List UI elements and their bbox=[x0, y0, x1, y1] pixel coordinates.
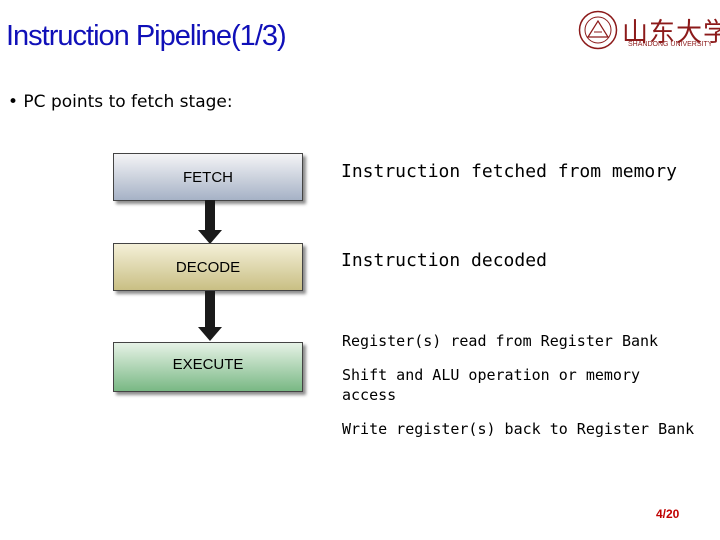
execute-stage-label: EXECUTE bbox=[172, 356, 244, 373]
execute-description-alu: Shift and ALU operation or memory access bbox=[342, 366, 641, 404]
execute-description-register-read: Register(s) read from Register Bank bbox=[342, 332, 659, 350]
down-arrow-icon bbox=[205, 200, 215, 231]
fetch-stage-label: FETCH bbox=[183, 168, 233, 186]
execute-description-writeback: Write register(s) back to Register Bank bbox=[342, 420, 695, 438]
decode-stage-box: DECODE bbox=[113, 243, 303, 291]
page-number: 4/20 bbox=[656, 507, 680, 521]
execute-stage-box: EXECUTE bbox=[113, 342, 303, 392]
bullet-text: • PC points to fetch stage: bbox=[8, 92, 233, 112]
fetch-stage-box: FETCH bbox=[113, 153, 303, 201]
logo-subtitle: SHANDONG UNIVERSITY bbox=[628, 41, 713, 48]
slide-title: Instruction Pipeline(1/3) bbox=[6, 20, 287, 52]
down-arrow-icon bbox=[205, 291, 215, 328]
university-logo: 山东大学 SHANDONG UNIVERSITY bbox=[578, 10, 720, 52]
down-arrow-head-icon bbox=[198, 327, 222, 341]
fetch-description: Instruction fetched from memory bbox=[341, 161, 677, 182]
down-arrow-head-icon bbox=[198, 230, 222, 244]
university-seal-icon bbox=[578, 10, 618, 50]
decode-stage-label: DECODE bbox=[175, 258, 241, 276]
decode-description: Instruction decoded bbox=[341, 250, 547, 271]
logo-wordmark: 山东大学 bbox=[622, 18, 720, 48]
